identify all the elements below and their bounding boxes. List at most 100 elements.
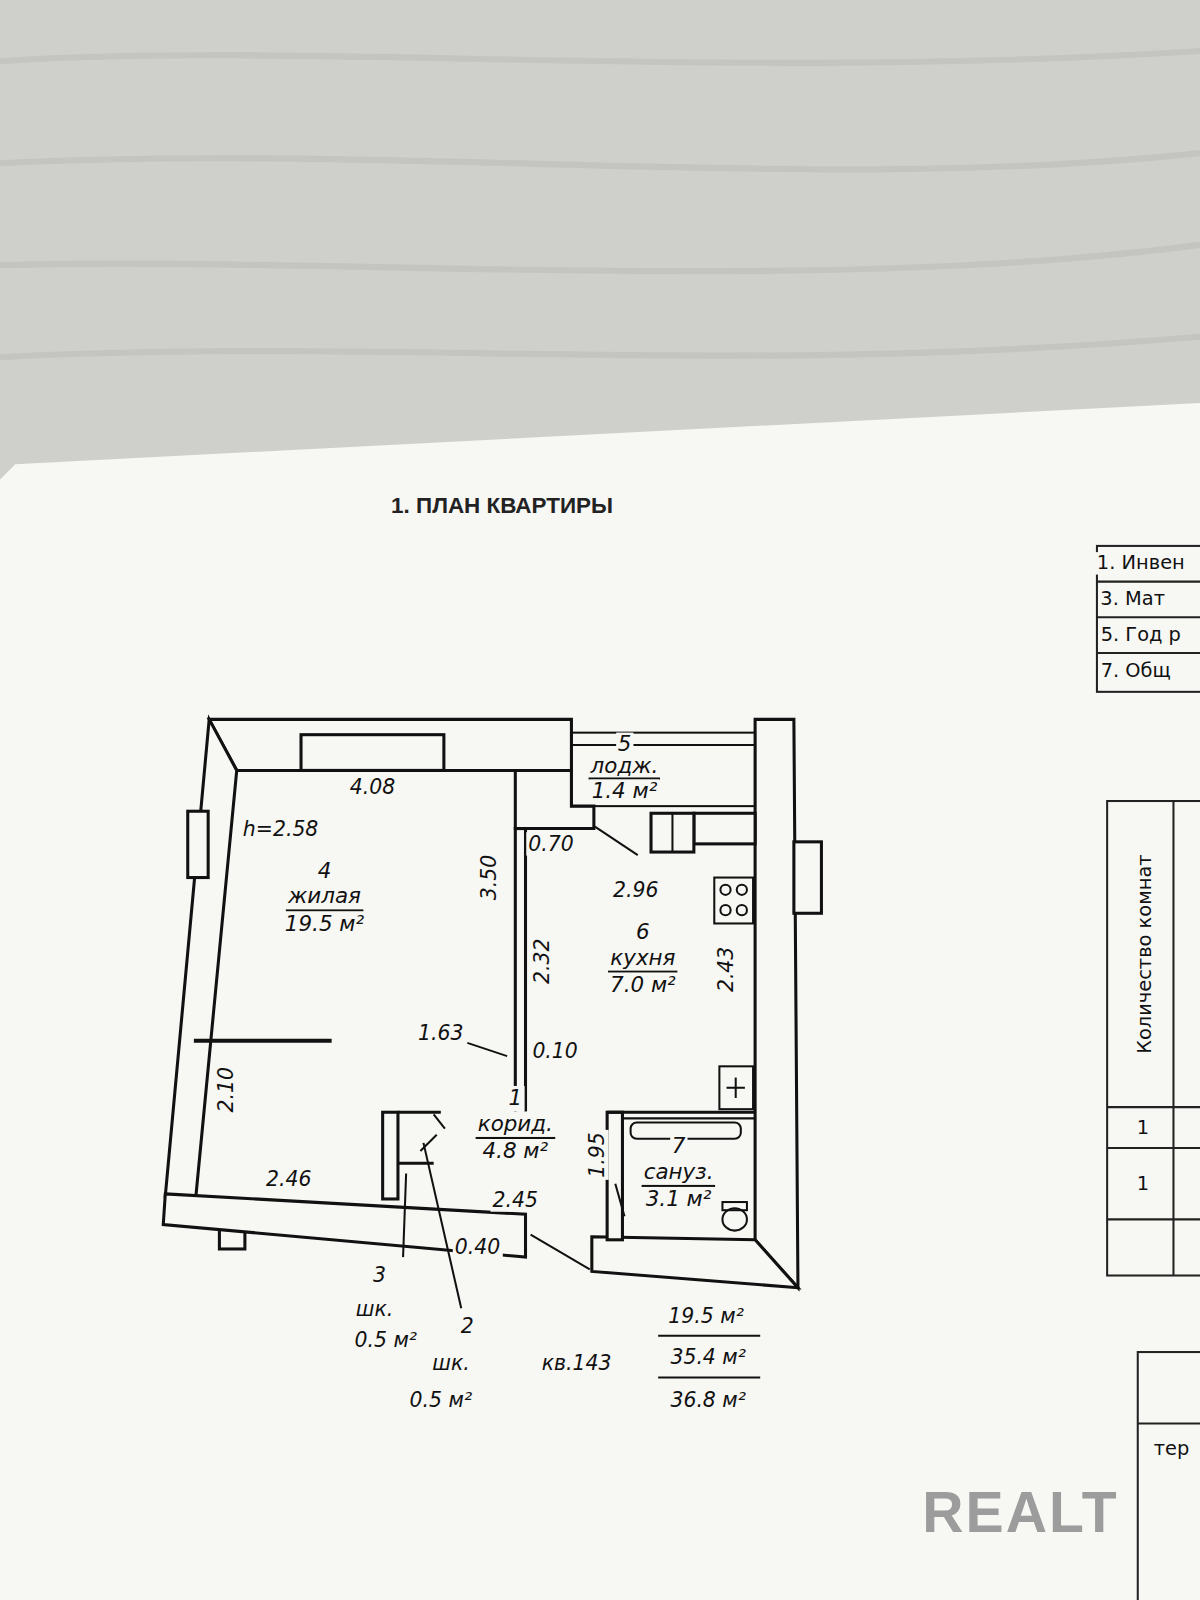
plan-line — [571, 733, 755, 806]
room-number: 1 — [506, 1086, 524, 1112]
room-name: шк. — [430, 1352, 472, 1375]
area-total: 36.8 м² — [668, 1388, 748, 1411]
room-name: жилая — [286, 884, 363, 912]
dimension: 2.32 — [531, 936, 554, 986]
dimension: 1.95 — [585, 1130, 608, 1180]
plan-line — [722, 1208, 746, 1230]
plan-line — [1138, 1352, 1200, 1600]
dimension: 2.10 — [215, 1065, 238, 1115]
plan-line — [1097, 581, 1200, 583]
table-cell: тер — [1152, 1438, 1192, 1460]
room-number: 4 — [316, 858, 334, 884]
dimension: 2.43 — [715, 945, 738, 995]
plan-line — [607, 1111, 755, 1114]
table-cell: 1 — [1135, 1173, 1151, 1195]
watermark: REALT — [920, 1480, 1121, 1546]
room-name: лодж. — [589, 755, 661, 780]
walls — [163, 719, 821, 1287]
corridor: 1корид.4.8 м² — [476, 1086, 555, 1165]
plan-line — [194, 1039, 332, 1043]
room-number: 2 — [459, 1315, 476, 1338]
dimension: 0.70 — [526, 832, 576, 855]
plan-line — [571, 744, 755, 746]
dimension: 0.10 — [530, 1039, 580, 1062]
kitchen: 6кухня7.0 м² — [608, 920, 678, 999]
table-cell: 3. Мат — [1098, 588, 1167, 610]
apartment-number: кв.143 — [540, 1352, 614, 1375]
room-area: 0.5 м² — [408, 1388, 475, 1411]
plan-line — [1107, 801, 1200, 1275]
plan-line — [398, 1111, 441, 1114]
plan-line — [615, 1184, 624, 1217]
plan-line — [714, 878, 753, 924]
plan-line — [607, 1112, 622, 1240]
paper-sheet — [0, 403, 1200, 1600]
dimension: 2.96 — [611, 879, 661, 902]
plan-line — [722, 1202, 746, 1210]
plan-line — [592, 1237, 798, 1288]
plan-line — [165, 719, 236, 1196]
plan-line — [720, 905, 730, 915]
plan-line — [403, 1173, 406, 1257]
room-area: 19.5 м² — [283, 912, 366, 938]
plan-line — [622, 1117, 755, 1119]
plan-line — [794, 842, 822, 913]
plan-line — [434, 1114, 445, 1128]
plan-line — [694, 813, 755, 844]
dimension: 2.45 — [491, 1188, 541, 1211]
plan-line — [658, 1335, 760, 1337]
plan-line — [420, 1135, 436, 1151]
plan-title: 1. ПЛАН КВАРТИРЫ — [389, 492, 615, 518]
room-area: 0.5 м² — [352, 1329, 419, 1352]
room-name: кухня — [608, 945, 677, 973]
table-cell: 1. Инвен — [1095, 552, 1187, 574]
room-name: корид. — [476, 1112, 555, 1140]
room-number: 6 — [634, 920, 652, 946]
plan-details — [194, 733, 760, 1378]
dimension: 1.63 — [416, 1022, 466, 1045]
area-total: 19.5 м² — [666, 1305, 746, 1328]
table-cell: Количество комнат — [1134, 852, 1156, 1056]
plan-line — [1107, 1218, 1200, 1220]
plan-line — [0, 51, 1200, 357]
plan-line — [515, 770, 594, 828]
plan-line — [515, 829, 525, 1115]
side-tables — [1097, 546, 1200, 1600]
plan-line — [531, 1235, 590, 1270]
room-area: 3.1 м² — [644, 1187, 714, 1213]
plan-line — [755, 719, 798, 1287]
dimension: 4.08 — [348, 776, 398, 799]
plan-line — [467, 1043, 507, 1056]
plan-line — [1097, 652, 1200, 654]
plan-line — [1107, 1106, 1200, 1108]
plan-line — [1097, 616, 1200, 618]
table-cell: 7. Общ — [1099, 659, 1173, 681]
dimension: 3.50 — [478, 853, 501, 903]
dimension: 2.46 — [264, 1168, 314, 1191]
bathroom: 7сануз.3.1 м² — [642, 1134, 716, 1213]
plan-line — [188, 811, 208, 877]
plan-line — [595, 827, 638, 856]
dimension: 0.40 — [453, 1235, 503, 1258]
plan-line — [651, 813, 694, 852]
plan-line — [1138, 1422, 1200, 1424]
plan-line — [658, 1377, 760, 1379]
room-number: 7 — [670, 1134, 688, 1160]
area-total: 35.4 м² — [668, 1345, 748, 1368]
plan-line — [737, 905, 747, 915]
plan-line — [1172, 801, 1174, 1275]
table-cell: 1 — [1135, 1116, 1151, 1138]
ceiling-height: h=2.58 — [241, 818, 321, 841]
room-area: 1.4 м² — [590, 780, 660, 802]
loggia: 5лодж.1.4 м² — [589, 733, 661, 803]
room-name: сануз. — [642, 1160, 716, 1188]
plan-line — [720, 885, 730, 895]
plan-line — [719, 1066, 753, 1109]
room-number: 3 — [371, 1264, 388, 1287]
plan-line — [301, 735, 444, 771]
plan-line — [727, 1087, 745, 1089]
plan-line — [423, 1143, 461, 1308]
